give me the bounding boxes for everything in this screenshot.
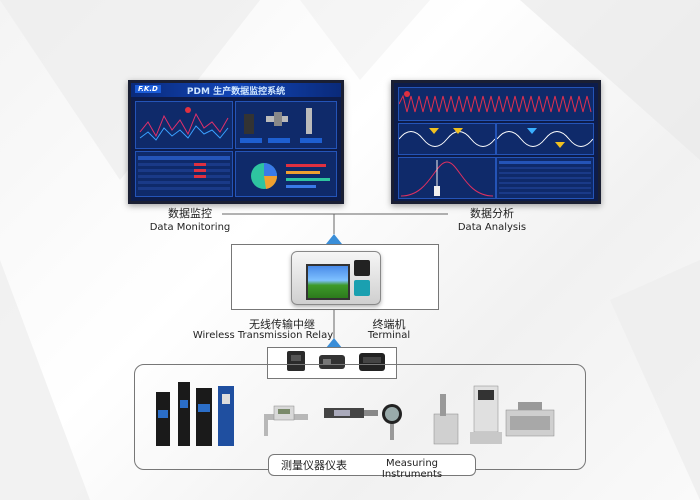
wave-chart-panel: [398, 87, 594, 121]
instruments-illustration: [156, 382, 555, 446]
keypad: [354, 280, 370, 296]
triangle-connector-middle: [326, 338, 342, 348]
screen-title: PDM 生产数据监控系统: [186, 87, 286, 97]
instruments-label-cn: 测量仪器仪表: [281, 459, 347, 472]
screen-logo: F.K.D: [135, 85, 161, 93]
line-chart-panel: [135, 101, 233, 149]
bell-curve-panel: [398, 157, 496, 199]
relay-label-cn: 无线传输中继: [249, 318, 315, 331]
data-analysis-label-cn: 数据分析: [470, 207, 514, 220]
terminal-label-en: Terminal: [367, 330, 411, 341]
table-panel: [135, 151, 233, 197]
data-monitoring-label-en: Data Monitoring: [149, 222, 231, 233]
sine-chart-left: [398, 123, 496, 155]
terminal-label-cn: 终端机: [372, 318, 406, 331]
relay-label-en: Wireless Transmission Relay: [192, 330, 334, 341]
data-analysis-label-en: Data Analysis: [457, 222, 527, 233]
instruments-label-box: [268, 454, 476, 476]
sine-chart-right: [496, 123, 594, 155]
instrument-panel: [235, 101, 337, 149]
screen-header: [131, 83, 341, 97]
terminal-device: [291, 251, 381, 305]
instruments-label-en: Measuring Instruments: [381, 458, 443, 480]
terminal-screen: [306, 264, 350, 300]
stats-table-panel: [496, 157, 594, 199]
triangle-connector-top: [326, 234, 342, 244]
data-monitoring-screen: F.K.D PDM 生产数据监控系统: [128, 80, 344, 204]
data-analysis-screen: [391, 80, 601, 204]
data-monitoring-label-cn: 数据监控: [168, 207, 212, 220]
fingerprint-sensor: [354, 260, 370, 276]
pie-chart-panel: [235, 151, 337, 197]
relay-devices: [287, 351, 385, 371]
